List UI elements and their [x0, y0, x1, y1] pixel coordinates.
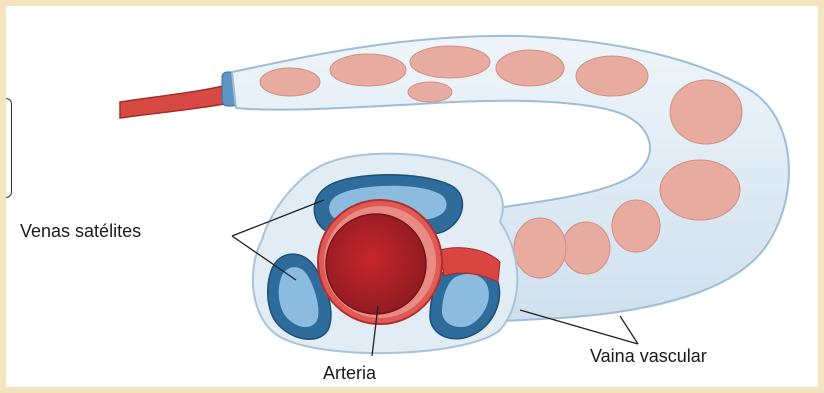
- diagram-frame: Venas satélites Arteria Vaina vascular: [6, 6, 818, 387]
- label-arteria: Arteria: [323, 363, 377, 383]
- label-vaina-vascular: Vaina vascular: [590, 346, 707, 366]
- incoming-artery: [120, 84, 236, 118]
- vascular-sheath-diagram: Venas satélites Arteria Vaina vascular: [6, 6, 818, 387]
- label-venas-satelites: Venas satélites: [20, 221, 141, 241]
